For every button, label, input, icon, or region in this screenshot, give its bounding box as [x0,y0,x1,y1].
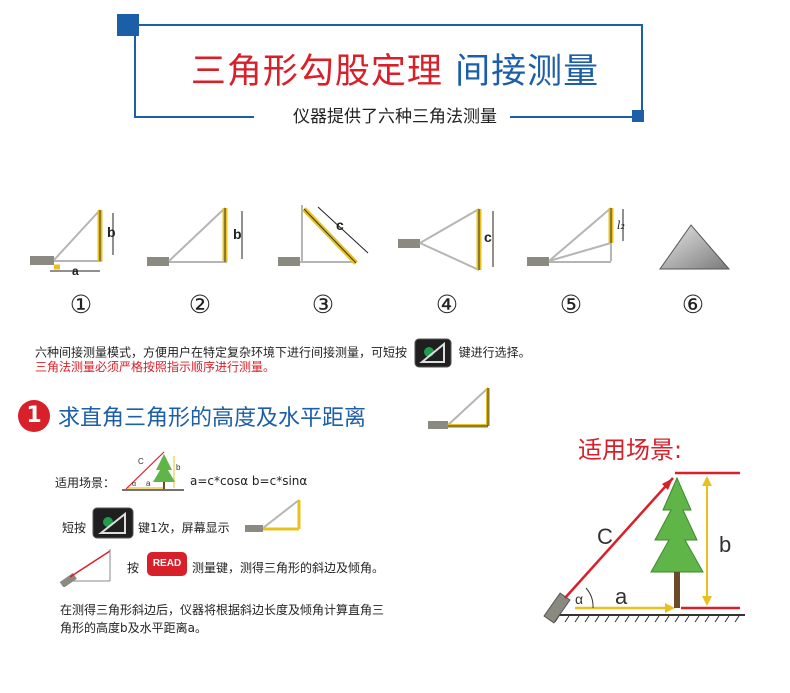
diagram-5-letter-l2: l₂ [617,219,625,232]
header-corner-square-top [117,14,139,36]
page-title-blue: 间接测量 [455,52,600,92]
page-subtitle: 仪器提供了六种三角法测量 [0,102,790,127]
diagram-1-label: ① [69,290,93,319]
tree-icon [153,454,175,482]
diagram-3-label: ③ [311,290,335,319]
header-frame-top [139,24,643,26]
device-icon [30,256,54,265]
read-key-button[interactable]: READ [147,552,187,576]
mini-scene-diagram: C b a α [122,451,184,491]
diagram-6-label: ⑥ [681,290,705,319]
section-1-display-diagram [245,499,301,532]
page-title: 三角形勾股定理 间接测量 [0,43,790,94]
section-1-note-line-1: 在测得三角形斜边后，仪器将根据斜边长度及倾角计算直角三 [60,603,385,617]
diagram-4-label: ④ [435,290,459,319]
section-1-step-2-a: 按 [127,561,140,575]
device-icon [428,421,448,429]
step-2-diagram [59,549,111,587]
diagram-2: b [147,207,243,266]
scene-label-b: b [719,532,731,557]
section-1-note-line-2: 角形的高度b及水平距离a。 [60,621,207,635]
scene-diagram: C b a α [543,471,745,624]
diagram-4: c [398,208,494,271]
diagram-5: l₂ [527,207,625,266]
mini-letter-b: b [176,463,181,472]
device-icon [527,257,549,266]
device-icon [398,239,420,248]
mini-letter-alpha: α [132,481,136,488]
header-frame-bottom-right [510,116,635,118]
device-icon [59,572,77,587]
section-1-title: 求直角三角形的高度及水平距离 [58,406,367,431]
scene-label-c: C [597,524,613,549]
scene-title: 适用场景: [578,436,683,464]
header-frame-left [134,36,136,118]
page-subtitle-text: 仪器提供了六种三角法测量 [283,107,507,127]
device-icon [278,257,300,266]
mini-letter-a: a [146,479,151,488]
tree-icon [650,476,704,608]
header-frame-bottom-left [134,116,254,118]
mode-key-button-step[interactable] [92,507,134,539]
triangle-mode-icon [419,341,445,363]
diagram-1-letter-a: a [72,264,79,277]
diagram-3: c [278,205,369,266]
section-1-step-1-b: 键1次，屏幕显示 [138,521,230,535]
description-line-1: 六种间接测量模式，方便用户在特定复杂环境下进行间接测量，可短按 键进行选择。 [35,338,531,368]
section-1-formula: a=c*cosα b=c*sinα [190,474,308,488]
section-1-number-badge: 1 [18,400,50,432]
diagram-1-letter-b: b [107,224,116,240]
header-corner-square-bottom [632,110,644,122]
scene-label-alpha: α [575,591,583,607]
mode-key-button[interactable] [414,338,452,368]
description-line-1-b: 键进行选择。 [458,345,531,360]
diagram-3-letter-c: c [336,217,344,233]
section-1-title-diagram [428,387,490,429]
section-1-step-2-b: 测量键，测得三角形的斜边及倾角。 [192,561,385,575]
diagram-5-label: ⑤ [559,290,583,319]
diagram-4-letter-c: c [484,229,492,245]
mini-letter-c: C [138,457,144,466]
header-frame-right [641,24,643,112]
section-1-scene-label: 适用场景： [55,476,116,490]
diagram-2-letter-b: b [233,226,242,242]
read-key-label: READ [152,558,182,569]
diagram-2-label: ② [188,290,212,319]
diagram-1: b a [30,209,116,277]
page-title-red: 三角形勾股定理 [190,52,443,92]
device-icon [245,525,263,532]
scene-label-a: a [615,584,628,609]
diagram-6 [659,224,731,270]
description-line-2: 三角法测量必须严格按照指示顺序进行测量。 [35,360,276,374]
section-1-step-1-a: 短按 [62,521,87,535]
triangle-shape [659,224,731,270]
triangle-mode-icon [98,511,126,534]
description-line-1-a: 六种间接测量模式，方便用户在特定复杂环境下进行间接测量，可短按 [35,345,408,360]
device-icon [147,257,169,266]
